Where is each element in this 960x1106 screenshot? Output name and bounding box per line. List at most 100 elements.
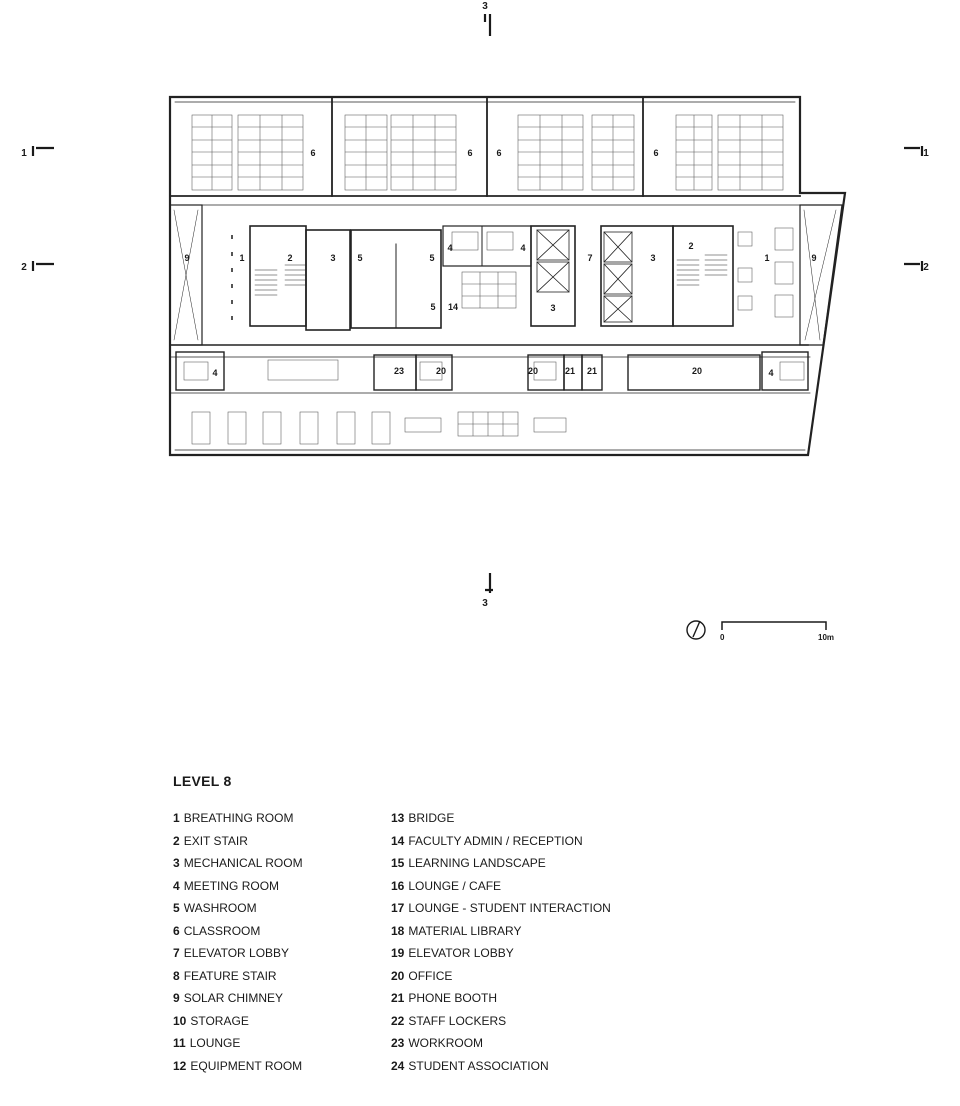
legend-title: LEVEL 8 [173,773,232,789]
room-label: 2 [688,241,693,251]
classroom-desks-3 [517,114,635,191]
room-label: 1 [764,253,769,263]
legend-item-name: WORKROOM [408,1036,484,1050]
legend-item-number: 13 [391,811,405,825]
legend-item-number: 11 [173,1036,186,1050]
room-label: 9 [811,253,816,263]
room-label: 6 [496,148,501,158]
room-label: 5 [429,253,434,263]
legend-item-name: STUDENT ASSOCIATION [408,1058,549,1073]
room-label: 1 [239,253,244,263]
room-label: 21 [587,366,597,376]
legend-item-number: 21 [391,991,405,1005]
learning-tables [457,411,519,437]
legend-item-number: 17 [391,901,405,915]
room-label: 23 [394,366,404,376]
room-label: 4 [768,368,773,378]
section-marker-label: 1 [21,148,27,159]
legend-item-name: OFFICE [408,968,453,983]
legend-item-name: ELEVATOR LOBBY [183,946,290,960]
legend-item-number: 23 [391,1036,405,1050]
legend-item-name: MEETING ROOM [183,878,280,893]
legend-item-number: 1 [173,811,180,825]
room-label: 3 [650,253,655,263]
legend-item-name: BREATHING ROOM [183,811,294,825]
legend-item-number: 6 [173,923,180,938]
legend-item-name: CLASSROOM [183,923,261,938]
lower-workstations [191,411,567,445]
room-label: 5 [357,253,362,263]
legend-item-number: 3 [173,856,180,870]
legend-item-name: FACULTY ADMIN / RECEPTION [408,833,583,848]
legend-item-number: 16 [391,878,405,893]
legend-item-name: EXIT STAIR [183,833,248,848]
section-marker: 3 [482,573,493,609]
legend-item-name: LOUNGE / CAFE [408,878,502,893]
room-label: 6 [467,148,472,158]
legend-item-number: 2 [173,833,180,848]
legend-item-name: FEATURE STAIR [183,968,277,983]
legend-item-number: 20 [391,968,405,983]
room-label: 4 [212,368,217,378]
legend-item-number: 10 [173,1013,187,1028]
section-marker-label: 2 [923,262,929,273]
legend-item-name: MATERIAL LIBRARY [408,923,522,938]
legend-item-number: 9 [173,991,180,1005]
room-label: 6 [653,148,658,158]
plan-furniture [183,114,805,445]
room-label: 14 [448,302,458,312]
scale-end-label: 10m [818,633,834,642]
legend-item-number: 12 [173,1058,187,1073]
legend-item-number: 7 [173,946,180,960]
legend-item-name: SOLAR CHIMNEY [183,991,284,1005]
section-marker-label: 3 [482,598,488,609]
classroom-desks-2 [344,114,457,191]
section-markers: 3 3 1 1 2 2 [21,1,929,609]
room-label: 21 [565,366,575,376]
north-arrow-icon [686,620,706,640]
room-label: 20 [436,366,446,376]
legend-item-number: 4 [173,878,180,893]
legend-item-name: WASHROOM [183,901,257,915]
room-label: 3 [330,253,335,263]
room-label: 2 [287,253,292,263]
room-label: 6 [310,148,315,158]
legend-item-name: PHONE BOOTH [408,991,498,1005]
section-marker-label: 1 [923,148,929,159]
room-label: 9 [184,253,189,263]
section-marker: 2 [21,261,54,273]
section-marker-label: 2 [21,262,27,273]
classroom-desks-1 [191,114,304,191]
classroom-desks-4 [675,114,784,191]
legend-item-name: EQUIPMENT ROOM [190,1058,303,1073]
section-marker: 2 [904,261,929,273]
room-label: 3 [550,303,555,313]
legend-item-number: 5 [173,901,180,915]
legend-item-name: LOUNGE [189,1036,241,1050]
legend-item-number: 8 [173,968,180,983]
legend-item-name: LEARNING LANDSCAPE [408,856,546,870]
